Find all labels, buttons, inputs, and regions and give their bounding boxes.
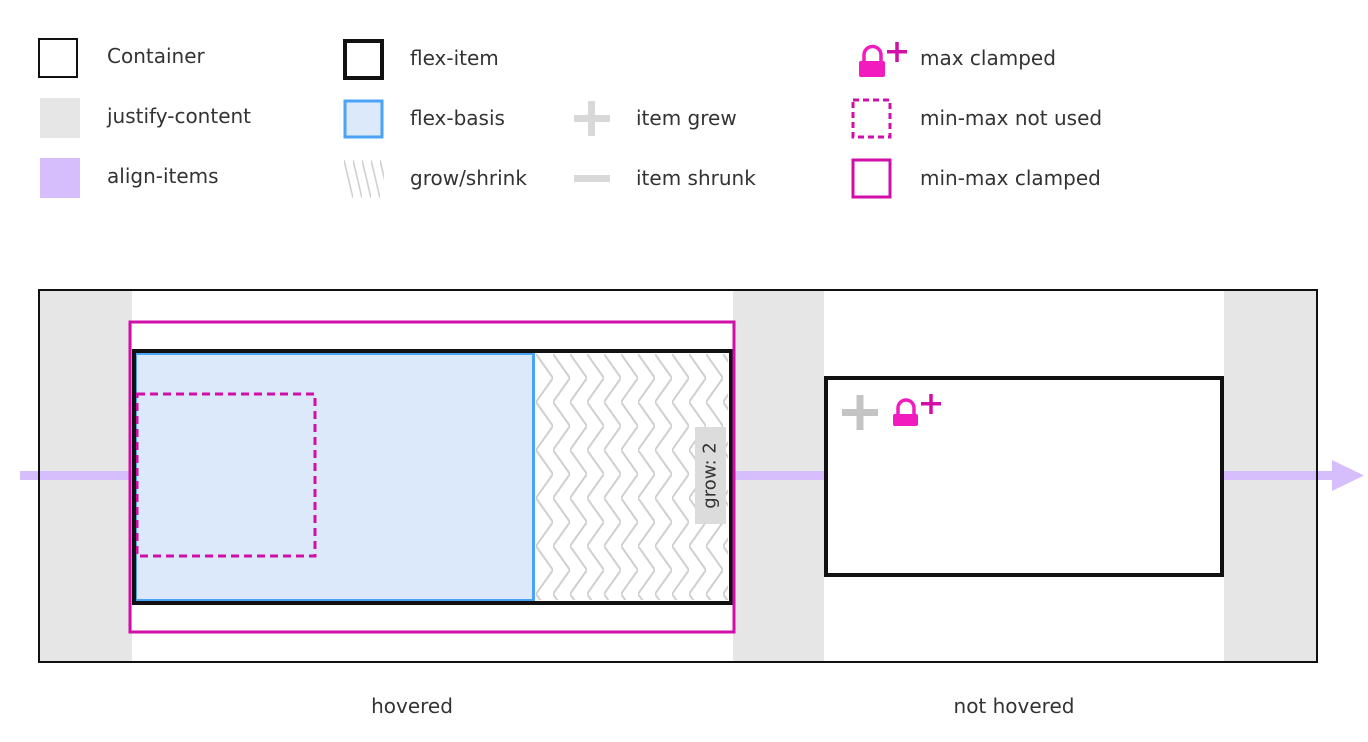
grow-tag <box>695 427 726 524</box>
legend-label-flex-item: flex-item <box>410 46 499 70</box>
legend-label-min-max-clamped: min-max clamped <box>920 166 1101 190</box>
plus-icon <box>842 395 878 430</box>
legend-label-container: Container <box>107 44 205 68</box>
legend-label-max-clamped: max clamped <box>920 46 1056 70</box>
legend-label-flex-basis: flex-basis <box>410 106 505 130</box>
hovered-flex-item-border <box>132 349 733 605</box>
legend-label-align-items: align-items <box>107 164 219 188</box>
flex-item-swatch-icon <box>343 39 384 80</box>
grow-label: grow: 2 <box>700 442 721 508</box>
container-swatch-icon <box>38 38 78 78</box>
align-axis-left-segment <box>20 471 132 480</box>
flex-basis-box <box>134 352 535 602</box>
caption-hovered: hovered <box>371 694 453 718</box>
flex-basis-swatch-icon <box>343 99 384 139</box>
legend-label-item-shrunk: item shrunk <box>636 166 756 190</box>
align-items-swatch-icon <box>40 158 80 198</box>
justify-content-swatch-icon <box>40 98 80 138</box>
not-hovered-flex-item <box>824 376 1224 577</box>
min-max-clamped-box <box>128 320 736 634</box>
min-max-not-used-box <box>135 392 317 558</box>
caption-not-hovered: not hovered <box>953 694 1075 718</box>
legend-label-min-max-not-used: min-max not used <box>920 106 1103 130</box>
plus-icon <box>574 101 610 136</box>
lock-plus-icon <box>893 394 941 426</box>
align-axis-right-segment <box>1224 471 1334 480</box>
lock-plus-icon <box>859 42 907 77</box>
magenta-square-icon <box>851 158 892 199</box>
dashed-square-icon <box>851 98 892 139</box>
align-axis-middle-segment <box>733 471 824 480</box>
legend-label-item-grew: item grew <box>636 106 737 130</box>
grow-shrink-hatch-icon <box>344 160 384 198</box>
arrow-head-icon <box>1332 460 1364 491</box>
legend-label-justify-content: justify-content <box>107 104 252 128</box>
minus-icon <box>574 175 610 182</box>
legend-label-grow-shrink: grow/shrink <box>410 166 527 190</box>
container-border <box>38 289 1318 663</box>
